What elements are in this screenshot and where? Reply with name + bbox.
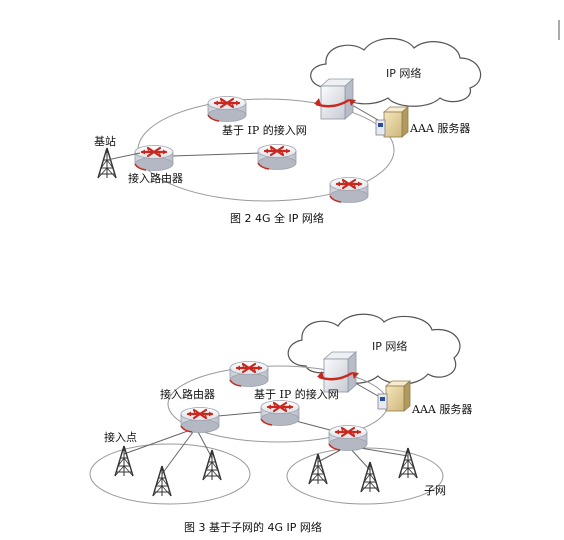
figure-3: IP 网络 [89,313,472,534]
link-router-to-router [171,152,263,157]
subnet-label: 子网 [424,484,446,497]
subnet-ring [286,447,444,505]
access-point-tower-icon [114,445,134,477]
router [256,143,298,171]
router [327,424,369,452]
figure-2: IP 网络 基站 接入路由器 基于 IP 的接入网 AAA 服务器 图 2 4G… [94,38,482,225]
aaa-server-icon [377,380,411,412]
subnet-ring [89,443,251,505]
access-router [179,406,221,434]
aaa-server-label: AAA 服务器 [409,122,470,135]
link-base-station [106,152,141,161]
access-router-label: 接入路由器 [160,387,215,401]
access-point-tower-icon [398,447,418,479]
router [328,176,370,204]
access-router-label: 接入路由器 [128,171,183,185]
base-station-tower-icon [97,147,117,179]
router [206,95,248,123]
aaa-server-label: AAA 服务器 [411,403,472,416]
aaa-server-icon [375,106,409,138]
base-station-label: 基站 [94,134,116,148]
cloud-label: IP 网络 [372,339,407,353]
link-router-to-router [217,411,263,417]
router [228,360,270,388]
access-router [133,144,175,172]
access-point-label: 接入点 [104,431,137,444]
figure-3-caption: 图 3 基于子网的 4G IP 网络 [184,520,322,534]
access-point-tower-icon [152,465,172,497]
figure-2-caption: 图 2 4G 全 IP 网络 [230,211,324,225]
access-network-label: 基于 IP 的接入网 [254,387,339,401]
access-network-label: 基于 IP 的接入网 [222,123,307,137]
link-gateway-to-server [351,104,379,121]
router [259,399,301,427]
access-point-tower-icon [360,461,380,493]
cloud-label: IP 网络 [386,66,421,80]
link-router-to-router [291,419,331,431]
access-point-tower-icon [202,449,222,481]
